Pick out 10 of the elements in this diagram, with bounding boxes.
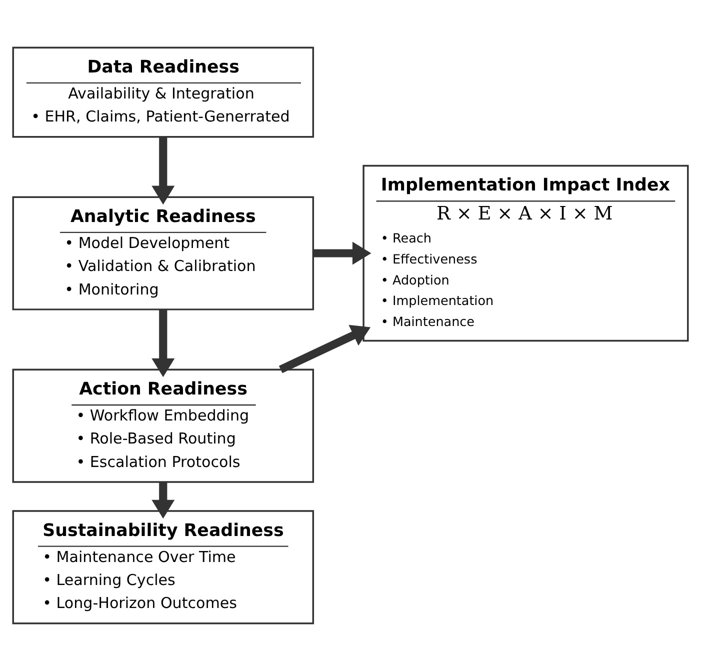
arrow bbox=[278, 324, 371, 373]
arrow bbox=[152, 136, 175, 204]
arrow bbox=[313, 241, 372, 264]
arrow bbox=[152, 309, 175, 377]
node-box: Data Readiness Availability & Integration • EHR, Claims, Patient-Generrated bbox=[12, 46, 314, 138]
arrow bbox=[152, 482, 175, 518]
node-box: Analytic Readiness • Model Development • Validation & Calibration • Monitoring bbox=[12, 196, 314, 310]
node-box: Implementation Impact Index R × E × A × I × M • Reach • Effectiveness • Adoption • Implementation • Maintenance bbox=[362, 164, 689, 342]
node-box: Action Readiness • Workflow Embedding • Role-Based Routing • Escalation Protocols bbox=[12, 368, 314, 482]
node-box: Sustainability Readiness • Maintenance Over Time • Learning Cycles • Long-Horizon Outcomes bbox=[12, 510, 314, 624]
